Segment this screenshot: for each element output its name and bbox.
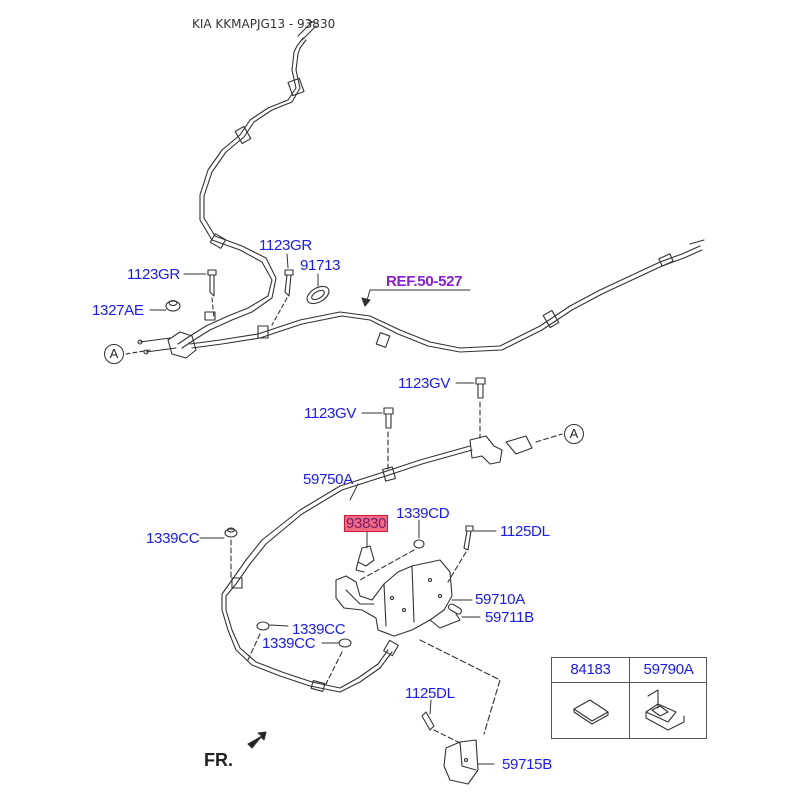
bolt-1123gv-right bbox=[475, 377, 486, 439]
front-orientation-label: FR. bbox=[204, 750, 233, 770]
bolt-1125dl-bottom bbox=[421, 711, 463, 745]
label-91713[interactable]: 91713 bbox=[300, 257, 341, 274]
label-1339cc-mid2[interactable]: 1339CC bbox=[262, 635, 316, 652]
label-ref-50-527[interactable]: REF.50-527 bbox=[386, 273, 463, 290]
parking-brake-switch-93830 bbox=[355, 545, 375, 573]
kit-parts-table: 84183 59790A bbox=[551, 657, 707, 739]
kit-column-59790a: 59790A bbox=[630, 658, 707, 738]
cable-end-bracket bbox=[469, 433, 563, 465]
label-1339cc-mid1[interactable]: 1339CC bbox=[292, 621, 346, 638]
label-59711b[interactable]: 59711B bbox=[485, 609, 534, 626]
nut-1339cd bbox=[359, 539, 425, 581]
grommet-91713 bbox=[306, 285, 330, 305]
lever-assembly-59710a bbox=[335, 559, 461, 637]
cable-59750a bbox=[221, 445, 473, 693]
bolt-1125dl-top bbox=[447, 525, 474, 583]
upper-right-cable bbox=[189, 239, 705, 353]
bolt-1123gv-left bbox=[383, 407, 394, 471]
upper-left-cable bbox=[177, 19, 319, 349]
label-1123gv-right[interactable]: 1123GV bbox=[398, 375, 451, 392]
bracket-59715b bbox=[443, 739, 479, 785]
nut-1339cc-left bbox=[224, 527, 238, 579]
nut-1339cc-mid1 bbox=[247, 621, 270, 661]
connector-a-top: A bbox=[104, 344, 124, 364]
diagram-title: KIA KKMAPJG13 - 93830 bbox=[192, 17, 336, 31]
pin-59711b bbox=[447, 603, 463, 615]
label-1327ae[interactable]: 1327AE bbox=[92, 302, 144, 319]
kit-part-number[interactable]: 59790A bbox=[630, 658, 707, 683]
label-1123gv-left[interactable]: 1123GV bbox=[304, 405, 357, 422]
pad-icon bbox=[573, 699, 609, 725]
label-59750a[interactable]: 59750A bbox=[303, 471, 353, 488]
label-1125dl-bottom[interactable]: 1125DL bbox=[405, 685, 455, 702]
kit-column-84183: 84183 bbox=[552, 658, 630, 738]
connector-a-right: A bbox=[564, 424, 584, 444]
label-1123gr-top[interactable]: 1123GR bbox=[259, 237, 312, 254]
bracket-assembly-icon bbox=[645, 689, 685, 731]
label-1339cd[interactable]: 1339CD bbox=[396, 505, 450, 522]
kit-part-number[interactable]: 84183 bbox=[552, 658, 629, 683]
label-59715b[interactable]: 59715B bbox=[502, 756, 552, 773]
bolt-1123gr-top bbox=[271, 269, 294, 326]
equalizer-bracket bbox=[137, 331, 197, 359]
bolt-1123gr-left bbox=[207, 269, 217, 319]
ref-arrow-icon bbox=[361, 297, 371, 307]
label-59710a[interactable]: 59710A bbox=[475, 591, 525, 608]
nut-1327ae bbox=[165, 299, 181, 312]
label-1339cc-left[interactable]: 1339CC bbox=[146, 530, 200, 547]
label-1125dl-top[interactable]: 1125DL bbox=[500, 523, 550, 540]
label-93830-highlighted[interactable]: 93830 bbox=[344, 515, 389, 532]
label-1123gr-left[interactable]: 1123GR bbox=[127, 266, 180, 283]
front-direction-arrow-icon bbox=[247, 731, 267, 749]
leader-lines bbox=[149, 253, 497, 765]
nut-1339cc-mid2 bbox=[325, 638, 352, 685]
